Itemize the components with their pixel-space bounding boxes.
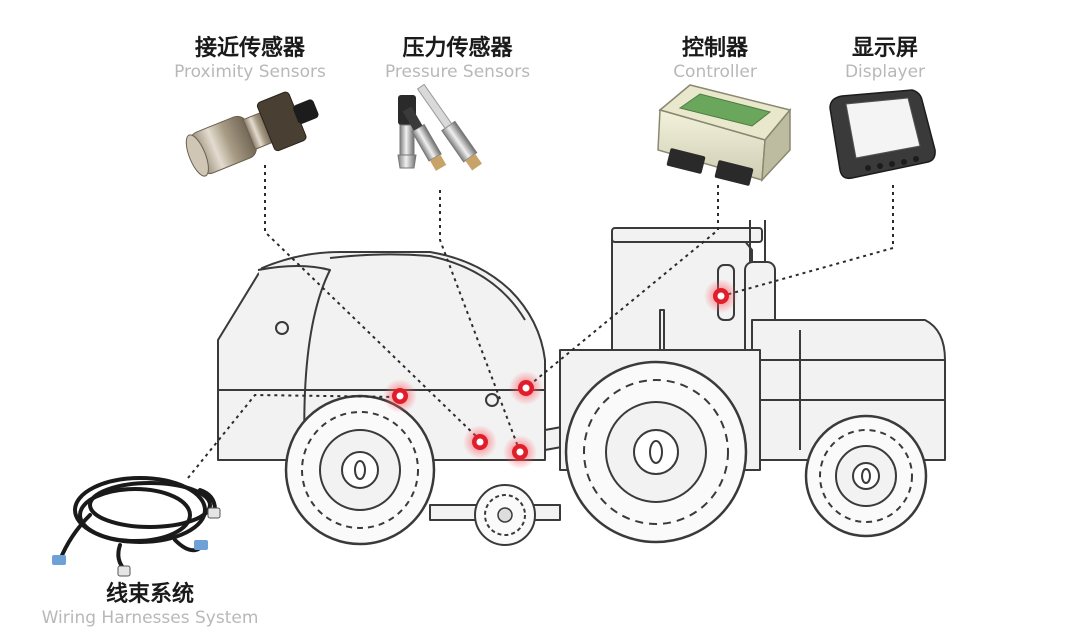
display-connector — [721, 185, 894, 297]
display-zh: 显示屏 — [851, 36, 918, 61]
wiring-harness-icon — [58, 476, 217, 572]
pickup-gear — [474, 484, 536, 546]
connector-lines — [187, 165, 894, 479]
sensor-markers — [383, 279, 738, 469]
front-tractor-wheel — [804, 414, 928, 538]
controller-label: 控制器 Controller — [655, 36, 775, 82]
wiring-harness-label: 线束系统 Wiring Harnesses System — [20, 582, 280, 628]
proximity-sensors-zh: 接近传感器 — [194, 36, 305, 61]
display-label: 显示屏 Displayer — [830, 36, 940, 82]
baler-wheel — [284, 394, 436, 546]
pressure-sensors-zh: 压力传感器 — [402, 36, 513, 61]
display-icon — [829, 89, 936, 180]
controller-en: Controller — [673, 62, 757, 82]
marker-pressure — [503, 435, 537, 469]
controller-icon — [657, 84, 792, 186]
pressure-sensors-en: Pressure Sensors — [384, 62, 531, 82]
controller-connector — [525, 185, 719, 389]
marker-wiring — [383, 379, 417, 413]
pressure-sensors-label: 压力传感器 Pressure Sensors — [365, 36, 550, 82]
wiring-harness-connectors — [52, 507, 221, 577]
proximity-sensor-icon — [185, 91, 319, 177]
rear-tractor-wheel — [564, 360, 748, 544]
proximity-sensors-label: 接近传感器 Proximity Sensors — [155, 36, 345, 82]
wiring-harness-en: Wiring Harnesses System — [41, 608, 259, 628]
proximity-connector — [264, 165, 481, 441]
wiring-connector — [187, 393, 399, 479]
controller-zh: 控制器 — [681, 36, 748, 61]
proximity-sensors-en: Proximity Sensors — [174, 62, 326, 82]
marker-display — [704, 279, 738, 313]
wiring-harness-zh: 线束系统 — [105, 582, 194, 607]
marker-controller — [509, 371, 543, 405]
pressure-sensor-icon — [397, 83, 482, 171]
display-en: Displayer — [844, 62, 926, 82]
pressure-connector — [439, 190, 521, 453]
marker-proximity — [463, 425, 497, 459]
